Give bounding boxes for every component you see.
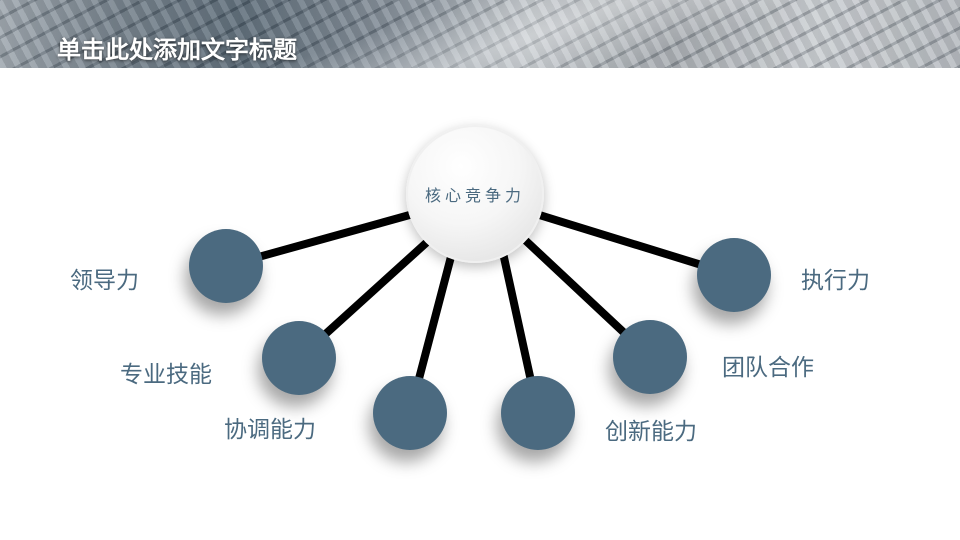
center-hub-circle[interactable]: 核心竞争力	[406, 125, 544, 263]
label-execution: 执行力	[801, 268, 870, 294]
header-banner-image	[0, 0, 960, 68]
center-hub-label: 核心竞争力	[424, 186, 525, 205]
label-teamwork: 团队合作	[722, 355, 814, 381]
label-coordination: 协调能力	[224, 417, 316, 443]
label-professional-skills: 专业技能	[120, 362, 212, 388]
label-leadership: 领导力	[70, 268, 139, 294]
node-coordination[interactable]	[373, 376, 447, 450]
node-professional-skills[interactable]	[262, 321, 336, 395]
node-leadership[interactable]	[189, 229, 263, 303]
node-teamwork[interactable]	[613, 320, 687, 394]
node-execution[interactable]	[697, 238, 771, 312]
node-innovation[interactable]	[501, 376, 575, 450]
label-innovation: 创新能力	[605, 419, 697, 445]
slide-title[interactable]: 单击此处添加文字标题	[57, 36, 297, 64]
